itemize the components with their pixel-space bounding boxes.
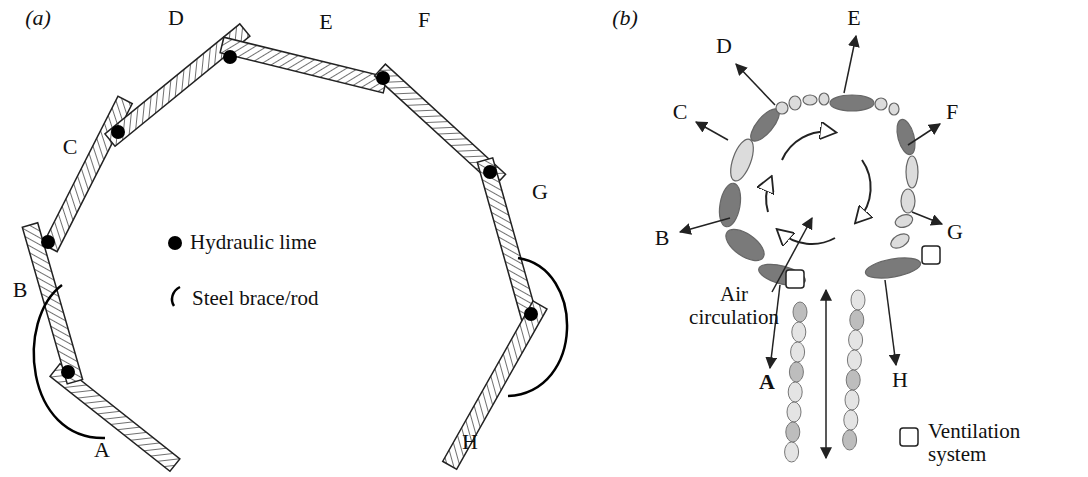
segment-arrows <box>680 36 942 368</box>
arch-segments <box>22 24 547 471</box>
segment-letter: A <box>94 438 110 462</box>
panel-label: (b) <box>612 6 638 30</box>
segment-letter: C <box>63 135 78 159</box>
segment-letter: F <box>946 100 958 124</box>
segment-letter: B <box>655 226 670 250</box>
segment-letter: H <box>462 430 478 454</box>
legend-text: Ventilation system <box>928 420 1028 466</box>
segment-letter: G <box>532 180 548 204</box>
ring-segments <box>716 93 922 290</box>
legend-arc <box>172 287 180 306</box>
legend-text: Hydraulic lime <box>190 231 390 254</box>
flow-arrow <box>825 290 827 458</box>
segment-letter: C <box>673 100 688 124</box>
segment-letter: D <box>716 34 732 58</box>
tentacles <box>785 290 865 462</box>
segment-letter: H <box>892 368 908 392</box>
segment-letter: A <box>759 370 775 394</box>
legend-text: Steel brace/rod <box>192 287 392 310</box>
panel-label: (a) <box>25 6 51 30</box>
segment-letter: G <box>947 220 963 244</box>
segment-letter: F <box>418 8 430 32</box>
leader-line <box>772 218 812 292</box>
segment-letter: D <box>168 6 184 30</box>
segment-letter: E <box>319 10 332 34</box>
circulation-arrows <box>766 132 871 244</box>
segment-letter: E <box>847 6 860 30</box>
segment-letter: B <box>13 278 28 302</box>
lime-joints <box>41 50 538 379</box>
annotation: Air circulation <box>688 283 780 329</box>
ventilation-squares <box>786 246 940 446</box>
steel-braces <box>34 258 567 438</box>
legend-dot <box>168 236 182 250</box>
